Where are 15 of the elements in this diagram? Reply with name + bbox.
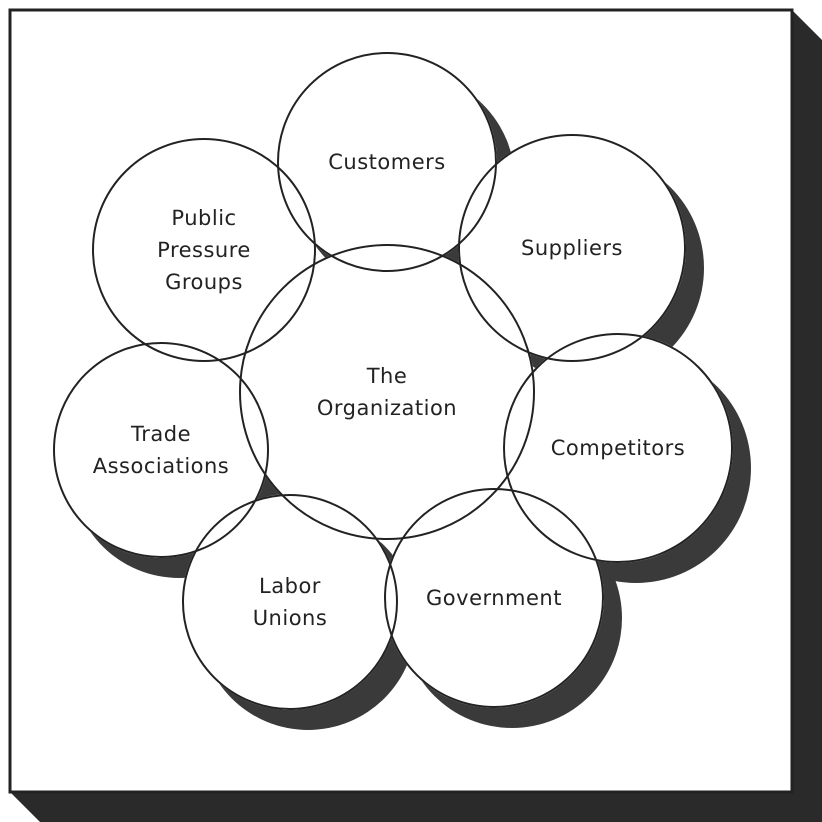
circle-label: Competitors bbox=[550, 435, 686, 462]
stakeholder-circle bbox=[92, 138, 316, 362]
circle-label: Public Pressure Groups bbox=[156, 205, 252, 296]
stakeholder-circle bbox=[384, 488, 604, 708]
circle-label: Customers bbox=[327, 149, 447, 176]
stakeholder-circle bbox=[53, 342, 269, 558]
circle-label: Government bbox=[425, 585, 563, 612]
circle-label: Trade Associations bbox=[92, 421, 230, 480]
stakeholder-circle bbox=[458, 134, 686, 362]
circle-label: Labor Unions bbox=[252, 573, 328, 632]
circle-label: Suppliers bbox=[520, 235, 624, 262]
stakeholder-circle bbox=[182, 494, 398, 710]
stakeholder-circle bbox=[503, 333, 733, 563]
circle-label: The Organization bbox=[316, 363, 458, 422]
stakeholder-circle bbox=[277, 52, 497, 272]
